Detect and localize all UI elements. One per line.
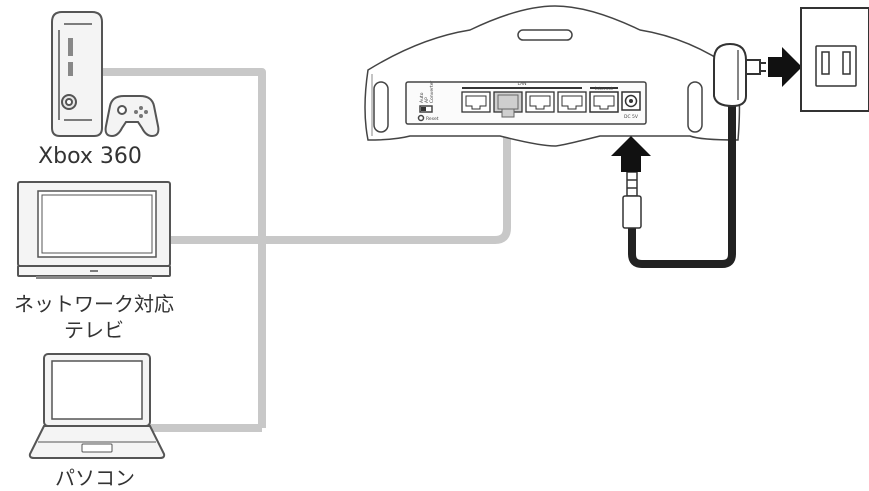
laptop-icon (28, 353, 166, 459)
game-controller-icon (104, 95, 160, 138)
switch-label-ap: AP (424, 97, 430, 103)
up-arrow-icon (611, 136, 651, 172)
right-arrow-icon (768, 47, 802, 87)
lan-label: LAN (517, 81, 526, 87)
lan-port-4[interactable] (557, 91, 587, 113)
power-cable (628, 104, 736, 268)
router-device (364, 5, 741, 147)
internet-port[interactable] (589, 91, 619, 113)
lan-cable-tv (170, 108, 511, 244)
reset-button[interactable] (417, 114, 425, 122)
reset-label: Reset (426, 116, 439, 122)
lan-connector-plug (497, 94, 519, 118)
lan-port-1[interactable] (461, 91, 491, 113)
dc-power-label: DC 5V (624, 114, 639, 120)
router-left-foot (373, 81, 389, 133)
lan-cable-xbox (103, 68, 266, 428)
tv-label-line2: テレビ (64, 318, 124, 342)
lan-cables (103, 68, 511, 432)
switch-label-auto: Auto (419, 92, 425, 103)
wall-outlet-icon (800, 7, 869, 112)
router-right-foot (687, 81, 703, 133)
xbox-label: Xbox 360 (38, 144, 142, 169)
television-icon (17, 181, 171, 279)
switch-label-converter: Converter (429, 80, 435, 103)
xbox-360-console-icon (51, 11, 103, 137)
internet-label: Internet (595, 86, 613, 92)
pc-label: パソコン (55, 466, 135, 490)
lan-port-3[interactable] (525, 91, 555, 113)
tv-label-line1: ネットワーク対応 (14, 292, 174, 316)
router-top-vent (517, 29, 573, 41)
router-body (364, 5, 741, 147)
ac-adapter-icon (713, 42, 766, 108)
dc-plug-connector (622, 171, 642, 229)
